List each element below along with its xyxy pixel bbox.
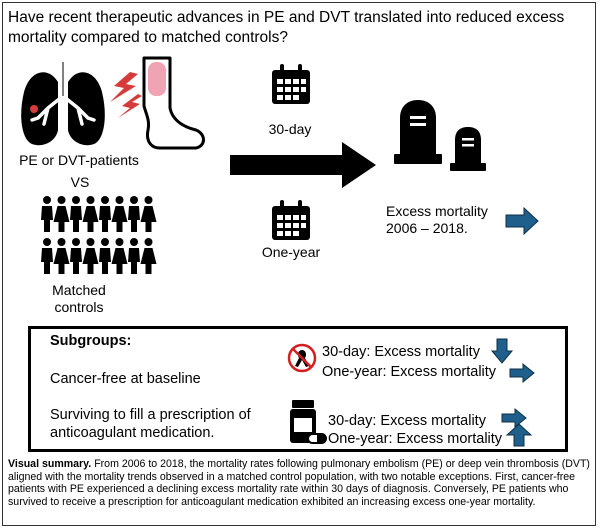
arrow-icon <box>501 407 527 429</box>
person-icon <box>111 196 128 232</box>
day30-label: 30-day <box>268 121 312 137</box>
arrow-icon <box>490 338 514 364</box>
controls-label-line1: Matched <box>52 282 106 298</box>
person-icon <box>70 196 82 232</box>
people-group <box>41 196 157 274</box>
controls-label-line2: controls <box>54 299 104 315</box>
person-icon <box>82 196 99 232</box>
cf-oneyear-text: One-year: Excess mortality <box>322 364 497 380</box>
arrow-icon <box>509 362 535 384</box>
summary-text: From 2006 to 2018, the mortality rates f… <box>8 458 590 508</box>
arrow-icon <box>505 423 533 447</box>
cf-30day-text: 30-day: Excess mortality <box>322 344 480 360</box>
person-icon <box>140 238 157 274</box>
sv-30day-text: 30-day: Excess mortality <box>328 413 486 429</box>
result-line1: Excess mortality <box>386 203 488 219</box>
person-icon <box>53 238 70 274</box>
person-icon <box>41 196 53 232</box>
subgroups-box <box>28 326 568 452</box>
cancer-free-label: Cancer-free at baseline <box>50 371 201 387</box>
question-text: Have recent therapeutic advances in PE a… <box>8 9 565 46</box>
person-icon <box>70 238 82 274</box>
calendar-icon <box>272 200 310 240</box>
lungs-icon <box>21 60 105 146</box>
figure-frame <box>2 2 596 526</box>
person-icon <box>99 238 111 274</box>
calendar-icon <box>272 64 310 104</box>
pill-bottle-icon <box>290 400 327 444</box>
patients-label: PE or DVT-patients <box>19 152 139 168</box>
surviving-label-line2: anticoagulant medication. <box>50 425 215 441</box>
tombstone-icon <box>450 127 486 171</box>
arrow-icon <box>230 142 376 188</box>
person-icon <box>128 196 140 232</box>
person-icon <box>99 196 111 232</box>
person-icon <box>41 238 53 274</box>
vs-label: VS <box>70 174 90 190</box>
person-icon <box>140 196 157 232</box>
visual-summary: Visual summary. From 2006 to 2018, the m… <box>8 458 593 508</box>
subgroups-title: Subgroups: <box>50 333 132 349</box>
person-icon <box>82 238 99 274</box>
person-icon <box>128 238 140 274</box>
person-icon <box>111 238 128 274</box>
summary-heading: Visual summary. <box>8 458 92 470</box>
sv-oneyear-text: One-year: Excess mortality <box>328 431 503 447</box>
surviving-label-line1: Surviving to fill a prescription of <box>50 407 251 423</box>
oneyear-label: One-year <box>261 244 321 260</box>
arrow-icon <box>505 206 539 236</box>
lightning-icon <box>110 72 142 118</box>
result-line2: 2006 – 2018. <box>386 220 468 236</box>
no-cancer-ribbon-icon <box>287 343 317 373</box>
leg-icon <box>142 56 205 150</box>
tombstone-icon <box>394 100 442 164</box>
person-icon <box>53 196 70 232</box>
